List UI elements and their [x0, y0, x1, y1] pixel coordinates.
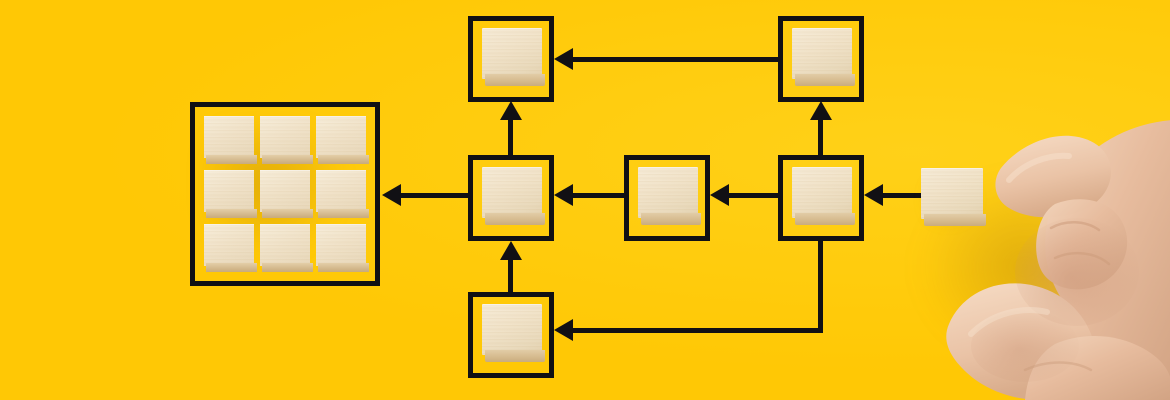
- hand-holding-block[interactable]: [905, 108, 1170, 400]
- center-node-block[interactable]: [482, 167, 556, 239]
- connector-lower-node-to-center-node-line: [508, 258, 513, 294]
- block-face: [792, 28, 852, 79]
- grid-block[interactable]: [260, 116, 313, 164]
- block-face: [792, 167, 852, 218]
- block-face: [260, 224, 310, 266]
- grid-block[interactable]: [316, 224, 369, 272]
- block-face: [204, 116, 254, 158]
- block-face: [204, 224, 254, 266]
- block-edge: [795, 74, 855, 86]
- block-edge: [206, 209, 257, 218]
- nine-block-grid[interactable]: [190, 102, 380, 286]
- connector-right-node-to-upper-right-node-line: [818, 118, 823, 156]
- connector-right-node-to-lower-node-horizontal: [572, 328, 823, 333]
- connector-lower-node-to-center-node-arrowhead: [500, 241, 522, 260]
- block-edge: [206, 263, 257, 272]
- block-edge: [485, 213, 545, 225]
- block-edge: [262, 209, 313, 218]
- center-node[interactable]: [468, 155, 554, 241]
- connector-center-node-to-grid-line: [400, 193, 468, 198]
- grid-block[interactable]: [260, 170, 313, 218]
- connector-held-to-right-node-line: [882, 193, 922, 198]
- right-node[interactable]: [778, 155, 864, 241]
- connector-middle-node-to-center-node-line: [572, 193, 624, 198]
- connector-upper-right-to-upper-left-arrowhead: [554, 48, 573, 70]
- connector-right-node-to-middle-node-line: [728, 193, 778, 198]
- grid-block[interactable]: [316, 116, 369, 164]
- connector-right-node-to-upper-right-node-arrowhead: [810, 101, 832, 120]
- connector-right-node-to-lower-node-arrowhead: [554, 319, 573, 341]
- grid-block[interactable]: [316, 170, 369, 218]
- grid-cells: [204, 116, 369, 272]
- upper-right-node[interactable]: [778, 16, 864, 102]
- block-edge: [318, 263, 369, 272]
- block-face: [482, 304, 542, 355]
- connector-right-node-to-middle-node-arrowhead: [710, 184, 729, 206]
- connector-held-to-right-node-arrowhead: [864, 184, 883, 206]
- connector-middle-node-to-center-node-arrowhead: [554, 184, 573, 206]
- grid-block[interactable]: [204, 116, 257, 164]
- middle-node-block[interactable]: [638, 167, 712, 239]
- grid-block[interactable]: [260, 224, 313, 272]
- block-edge: [485, 74, 545, 86]
- connector-center-node-to-grid-arrowhead: [382, 184, 401, 206]
- block-face: [260, 116, 310, 158]
- upper-right-node-block[interactable]: [792, 28, 866, 100]
- connector-upper-right-to-upper-left-line: [572, 57, 780, 62]
- block-face: [204, 170, 254, 212]
- upper-left-node[interactable]: [468, 16, 554, 102]
- block-edge: [641, 213, 701, 225]
- block-face: [260, 170, 310, 212]
- connector-upper-left-to-center-node-arrowhead: [500, 101, 522, 120]
- grid-block[interactable]: [204, 224, 257, 272]
- block-face: [638, 167, 698, 218]
- block-edge: [485, 350, 545, 362]
- block-face: [482, 167, 542, 218]
- block-edge: [262, 155, 313, 164]
- block-edge: [795, 213, 855, 225]
- block-face: [482, 28, 542, 79]
- block-face: [316, 116, 366, 158]
- lower-node[interactable]: [468, 292, 554, 378]
- block-edge: [262, 263, 313, 272]
- block-edge: [318, 155, 369, 164]
- right-node-block[interactable]: [792, 167, 866, 239]
- connector-right-node-to-lower-node-vertical: [818, 241, 823, 333]
- grid-block[interactable]: [204, 170, 257, 218]
- lower-node-block[interactable]: [482, 304, 556, 376]
- connector-upper-left-to-center-node-line: [508, 118, 513, 156]
- block-edge: [206, 155, 257, 164]
- middle-node[interactable]: [624, 155, 710, 241]
- block-edge: [318, 209, 369, 218]
- block-face: [316, 170, 366, 212]
- block-face: [316, 224, 366, 266]
- upper-left-node-block[interactable]: [482, 28, 556, 100]
